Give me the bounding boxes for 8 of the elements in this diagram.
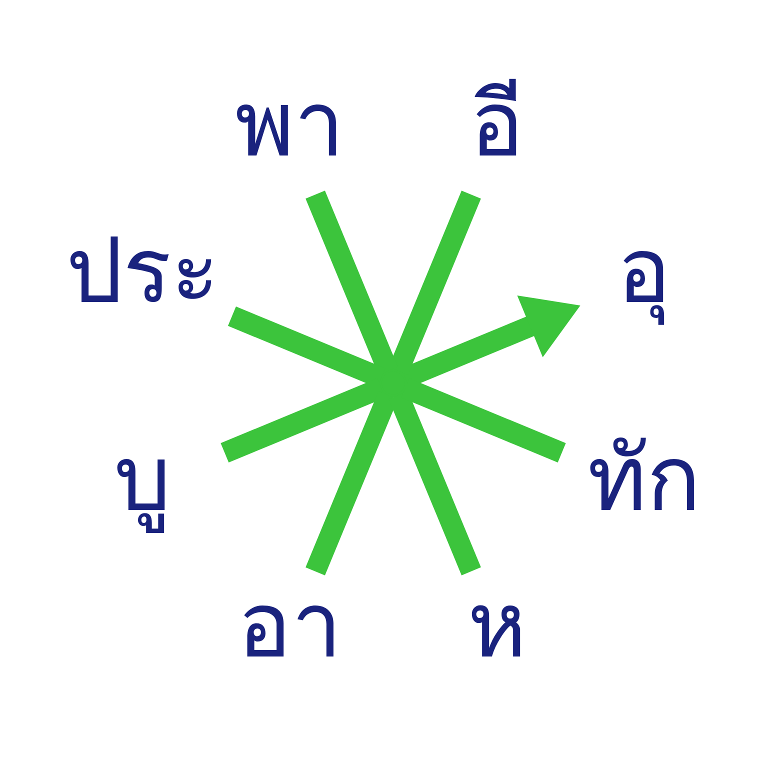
node-text: ทัก xyxy=(587,427,700,532)
node-text: อี xyxy=(470,72,524,177)
node-text: ประ xyxy=(66,220,220,324)
node-text: อา xyxy=(237,574,342,678)
node-text: ห xyxy=(468,574,527,678)
node-text: บู xyxy=(114,427,172,532)
node-text: อุ xyxy=(616,220,671,324)
node-text: พา xyxy=(234,72,344,177)
